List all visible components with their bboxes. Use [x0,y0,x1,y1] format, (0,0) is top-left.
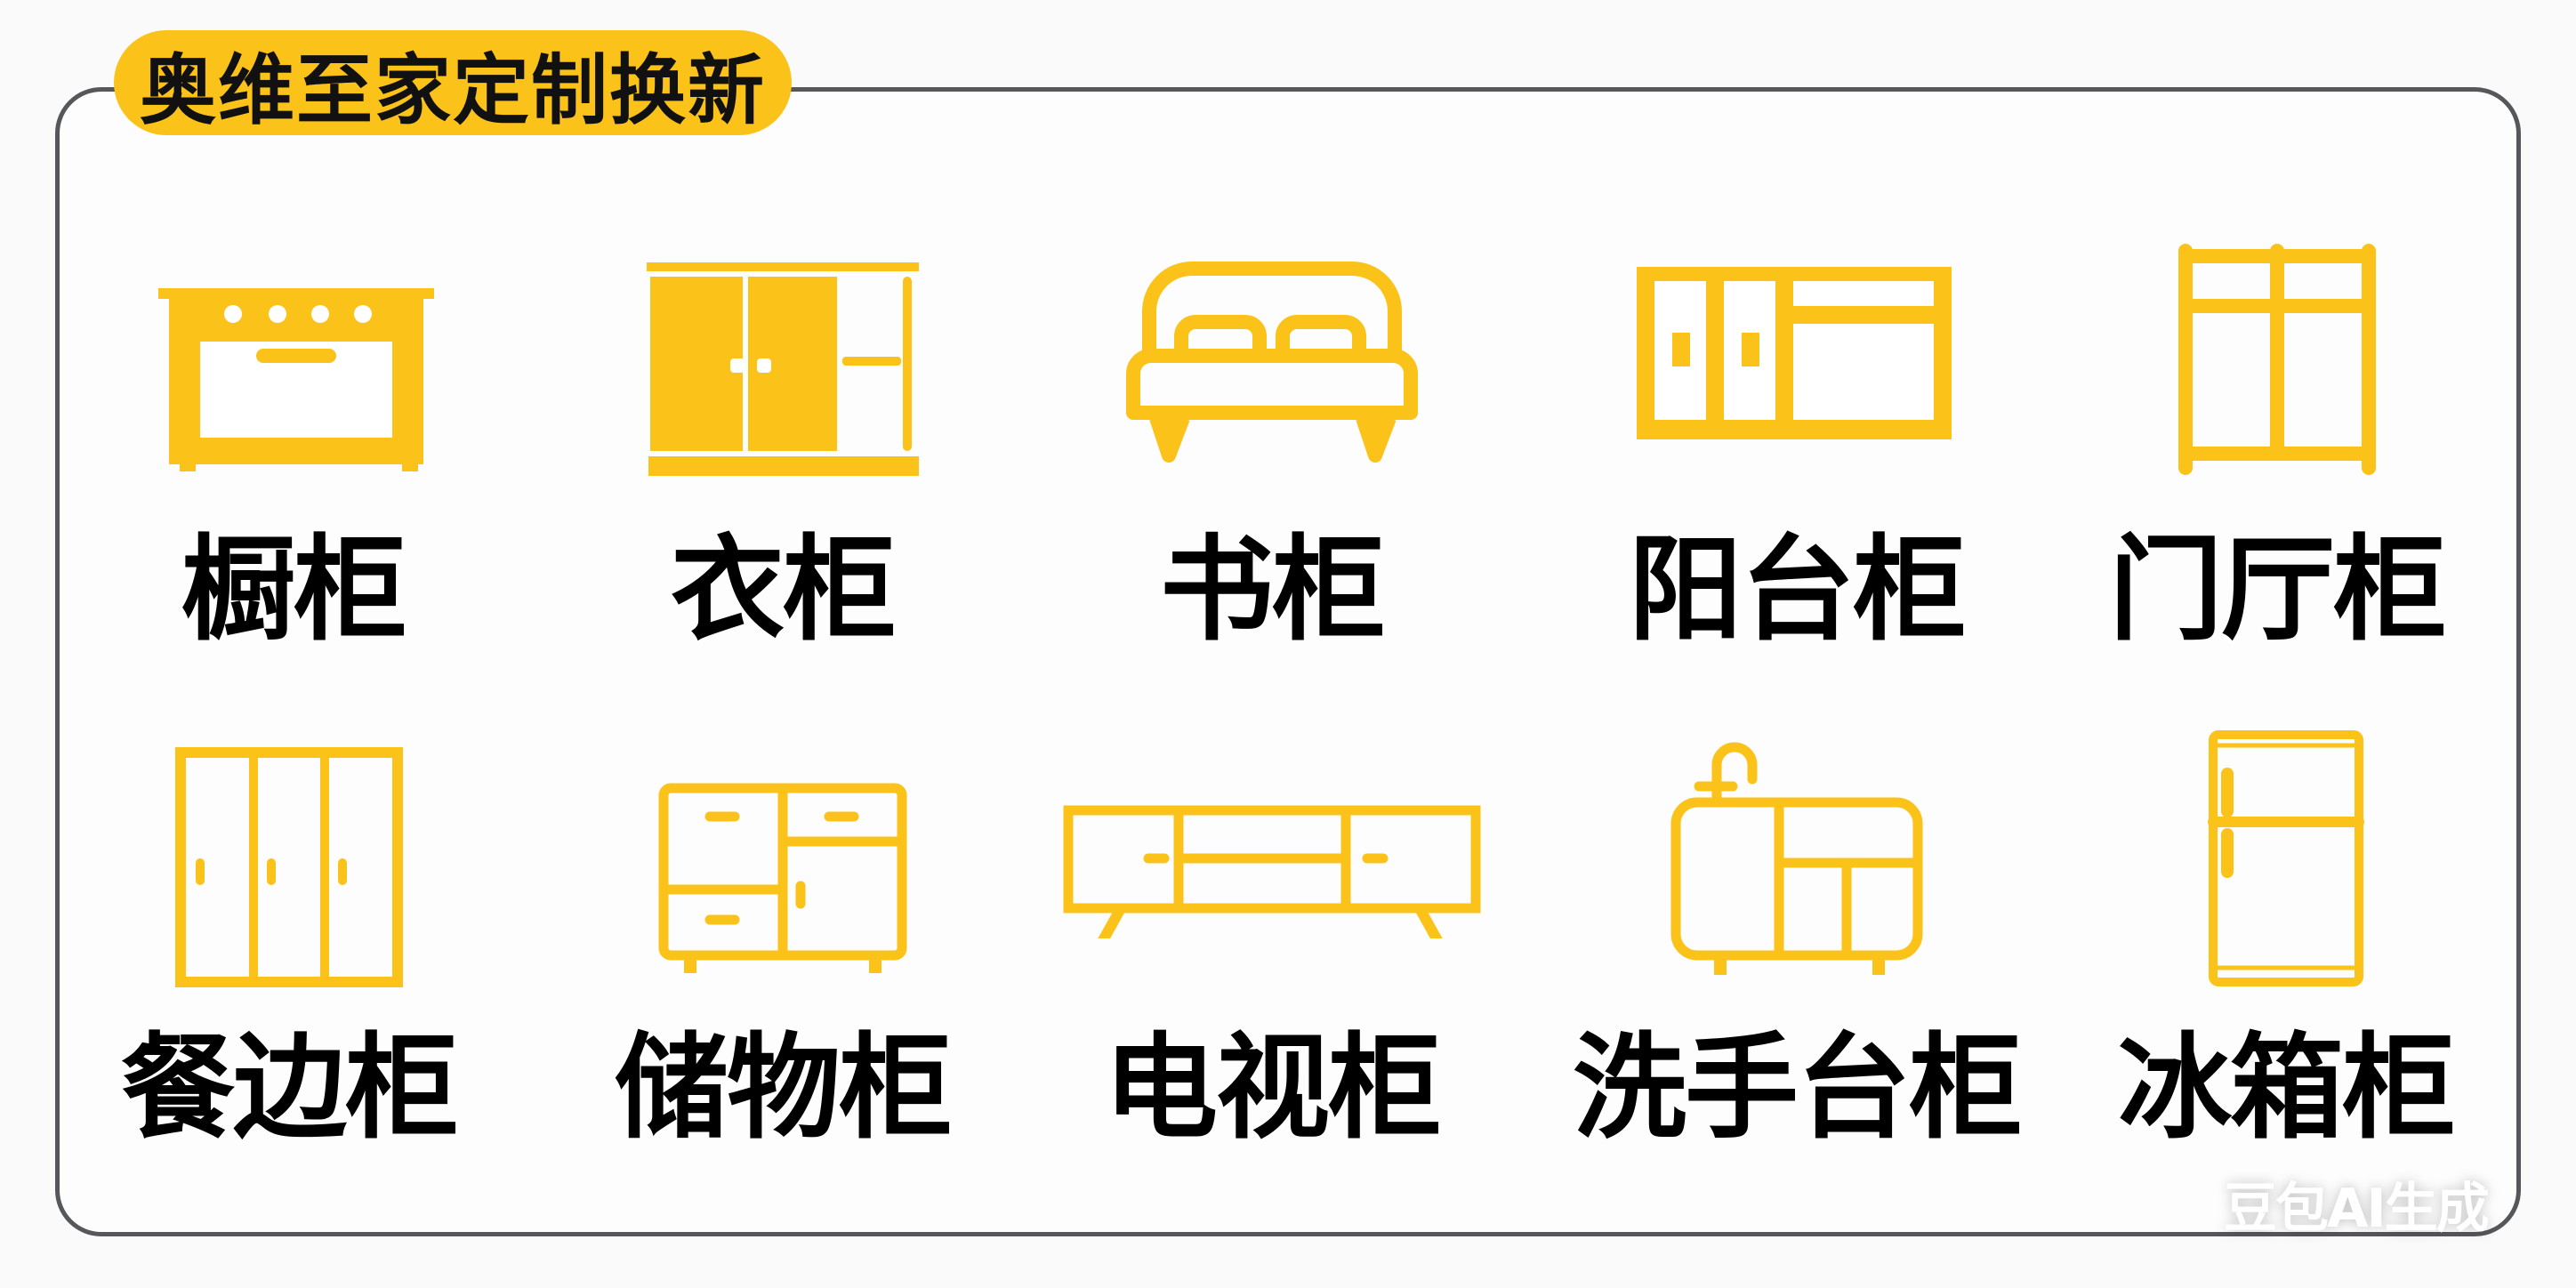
category-item-balcony[interactable]: 阳台柜 [1548,231,2046,658]
category-label: 衣柜 [670,524,897,656]
category-item-vanity[interactable]: 洗手台柜 [1548,729,2046,1156]
bed-icon [1023,258,1521,463]
vanity-cabinet-icon [1548,729,2046,978]
category-item-wardrobe[interactable]: 衣柜 [534,231,1032,658]
content-frame [55,87,2521,1236]
tv-cabinet-icon [1023,805,1521,938]
category-label: 冰箱柜 [2117,1022,2456,1155]
sideboard-icon [40,747,538,987]
title-badge: 奥维至家定制换新 [114,30,792,135]
category-item-kitchen[interactable]: 橱柜 [44,231,543,658]
ai-watermark: 豆包AI生成 [2224,1178,2490,1240]
category-label: 阳台柜 [1628,524,1967,656]
storage-cabinet-icon [534,783,1032,978]
category-label: 电视柜 [1103,1022,1442,1155]
wardrobe-icon [534,262,1032,476]
hallway-cabinet-icon [2028,240,2526,476]
page-title: 奥维至家定制换新 [140,45,766,135]
category-item-storage[interactable]: 储物柜 [534,729,1032,1156]
category-item-hallway[interactable]: 门厅柜 [2028,231,2526,658]
category-item-bookcase[interactable]: 书柜 [1023,231,1521,658]
kitchen-cabinet-icon [44,249,543,471]
category-item-sideboard[interactable]: 餐边柜 [40,729,538,1156]
category-item-fridge[interactable]: 冰箱柜 [2037,729,2535,1156]
category-label: 储物柜 [614,1022,953,1155]
category-label: 橱柜 [181,524,407,656]
category-label: 餐边柜 [120,1022,459,1155]
fridge-cabinet-icon [2037,729,2535,987]
category-label: 书柜 [1159,524,1386,656]
category-item-tv[interactable]: 电视柜 [1023,729,1521,1156]
balcony-cabinet-icon [1548,267,2046,445]
category-label: 门厅柜 [2108,524,2447,656]
category-label: 洗手台柜 [1572,1022,2023,1155]
